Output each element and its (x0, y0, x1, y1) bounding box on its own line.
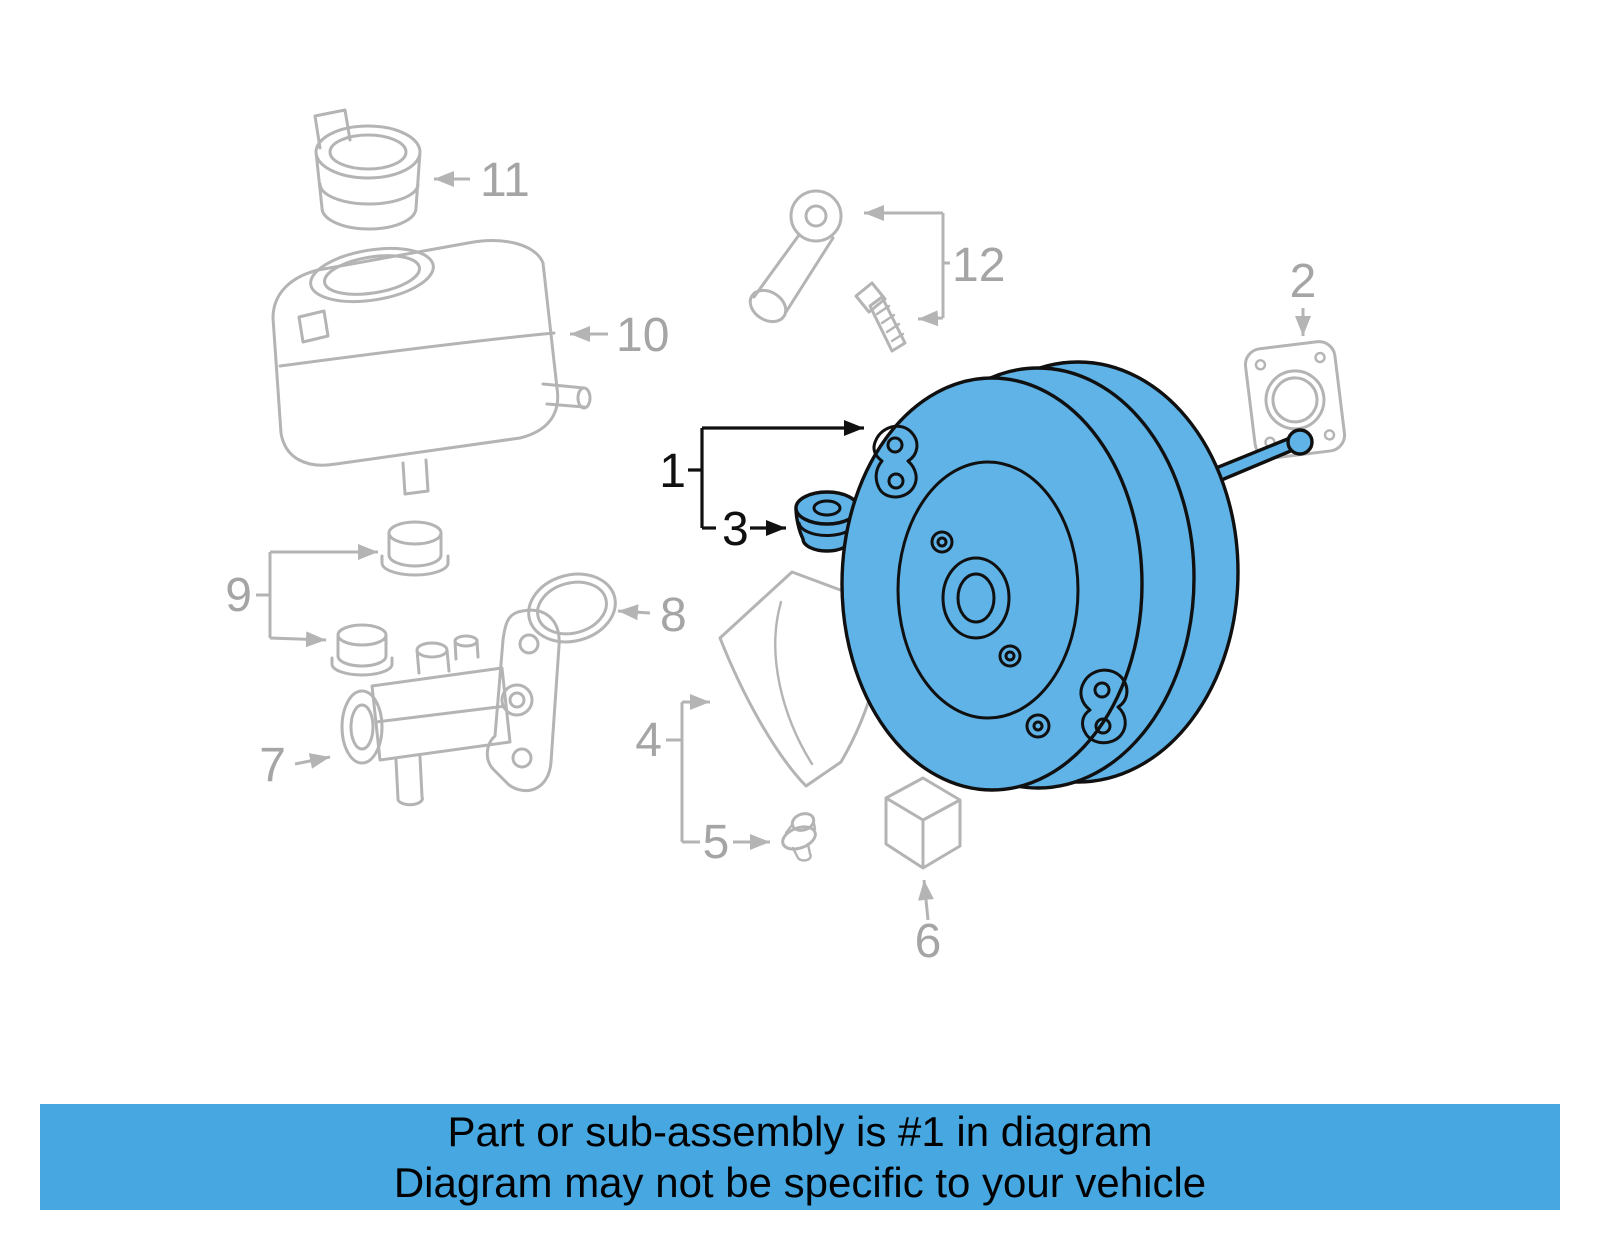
reservoir-opening-inner (323, 254, 421, 296)
gasket-bore-inner (1271, 376, 1319, 424)
part-label-8: 8 (660, 589, 687, 642)
bracket-box-drawing (884, 776, 962, 870)
part-10-fluid-reservoir (271, 239, 592, 496)
bolt-drawing (854, 281, 907, 353)
booster-stud-hole-center (936, 536, 948, 548)
booster-lower-hole-center (1032, 720, 1044, 732)
grommet-hole (812, 499, 842, 517)
leader-part-12-bracket (941, 213, 950, 318)
leader-part-7-arrow (294, 753, 331, 769)
flange-hole-bottom (511, 747, 533, 769)
part-9-reservoir-grommets (330, 520, 450, 677)
bolt-flange (781, 825, 817, 851)
sensor-ear-hole (804, 204, 828, 228)
sensor-ear (789, 189, 843, 243)
banner-line-1: Part or sub-assembly is #1 in diagram (447, 1107, 1153, 1155)
bolt-threads (875, 304, 905, 343)
top-tab-hole (887, 472, 905, 490)
part-1-brake-booster (840, 360, 1314, 792)
part-label-9: 9 (225, 569, 252, 622)
booster-stud-hole-center (1004, 650, 1016, 662)
bottom-tab-hole (1093, 681, 1111, 699)
grommet-caps-drawing (330, 520, 450, 677)
flange-boss-inner (508, 691, 526, 709)
part-label-4: 4 (635, 714, 662, 767)
leader-part-8-arrow (617, 604, 651, 621)
part-6-bracket (884, 776, 962, 870)
bottom-tab-hole (1094, 717, 1112, 735)
part-8-seal-ring (527, 572, 617, 644)
sensor-tip (748, 288, 788, 324)
leader-part-9-arrow-bottom (269, 631, 327, 648)
leader-part-9-bracket (256, 552, 272, 638)
gasket-hole (1314, 351, 1326, 364)
banner-line-2: Diagram may not be specific to your vehi… (393, 1159, 1207, 1206)
flange-hole-top (518, 633, 540, 655)
cylinder-end-outer (340, 689, 384, 765)
master-cylinder-drawing (370, 608, 561, 807)
booster-lower-hole (1025, 713, 1051, 739)
booster-stud-hole (930, 530, 954, 554)
top-tab-hole (886, 436, 904, 454)
heat-shield-fold (774, 600, 814, 766)
parts-diagram-canvas: 1 3 2 4 5 6 7 8 9 10 11 12 (225, 108, 1347, 968)
gasket-hole (1323, 429, 1336, 441)
part-11-reservoir-cap (313, 108, 422, 231)
booster-hub-outer (941, 556, 1011, 640)
seal-ring-outer (527, 572, 617, 644)
cylinder-end-inner (349, 703, 375, 751)
part-12-sensor-and-bolt (748, 189, 907, 353)
part-label-6: 6 (915, 915, 942, 968)
leader-part-1-bracket (688, 428, 704, 528)
booster-stud-hole (998, 644, 1022, 668)
booster-bottom-tab (1079, 668, 1129, 745)
part-label-12: 12 (952, 239, 1005, 292)
part-label-7: 7 (259, 739, 286, 792)
reservoir-body-drawing (271, 239, 592, 496)
seal-ring-inner (536, 580, 608, 636)
diagram-note-banner: Part or sub-assembly is #1 in diagram Di… (40, 1104, 1560, 1210)
part-7-master-cylinder (340, 608, 561, 807)
booster-hub-inner (956, 572, 996, 624)
part-label-1: 1 (659, 445, 686, 498)
bolt-tip (784, 816, 817, 862)
part-label-5: 5 (703, 816, 730, 869)
part-label-11: 11 (480, 154, 530, 207)
leader-part-6-arrow (918, 879, 934, 921)
flange-boss-outer (500, 683, 534, 717)
gasket-hole (1254, 359, 1267, 371)
reservoir-opening-outer (309, 246, 435, 304)
part-label-10: 10 (616, 309, 669, 362)
part-label-3: 3 (722, 503, 749, 556)
reservoir-cap-drawing (313, 108, 422, 231)
leader-part-4-bracket (666, 702, 684, 842)
pushrod-tip (1286, 428, 1314, 456)
booster-face-ring (896, 460, 1080, 720)
leader-part-12-arrow-bottom (917, 310, 944, 327)
part-5-bolt (781, 812, 817, 862)
sensor-snout (752, 233, 835, 314)
part-label-2: 2 (1290, 255, 1317, 308)
booster-top-tab (872, 424, 919, 499)
